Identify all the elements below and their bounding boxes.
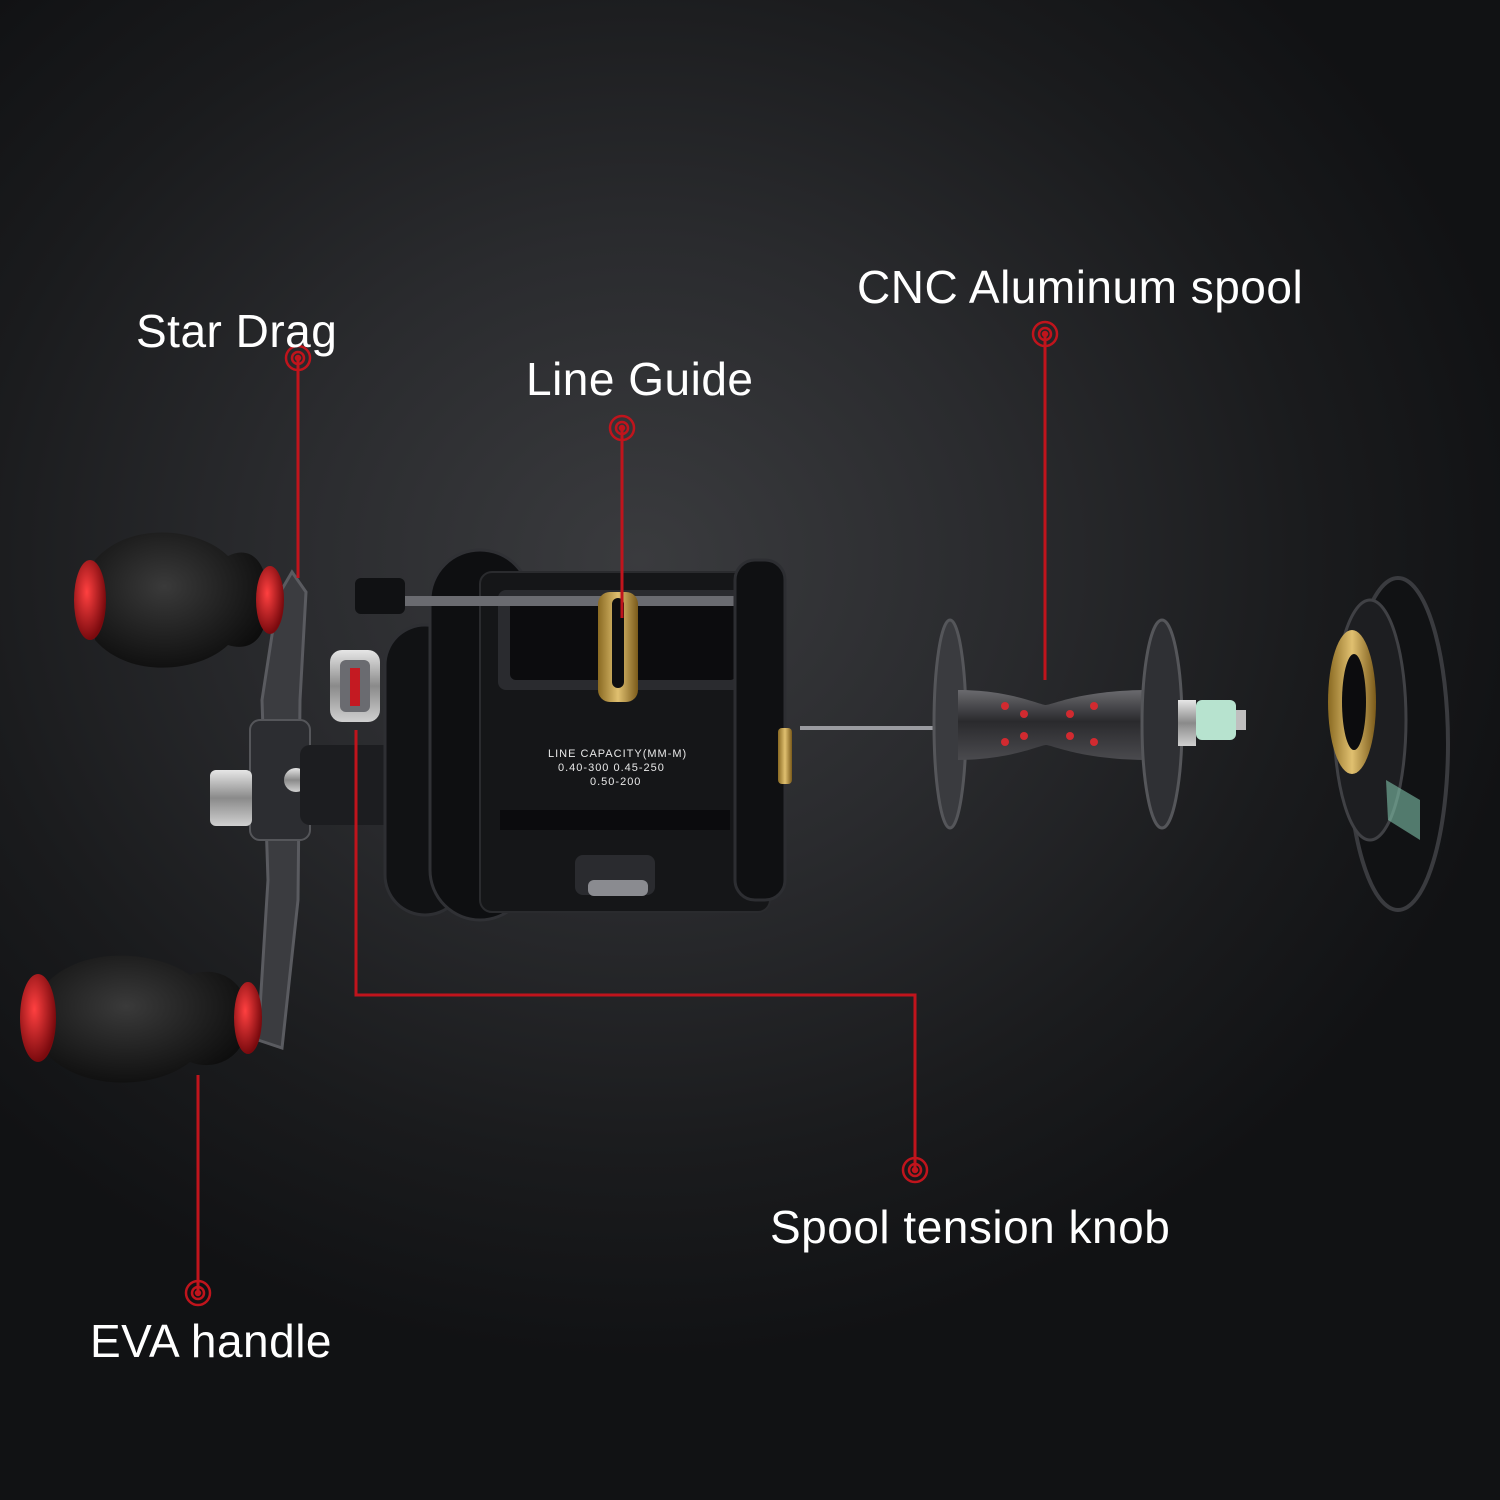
reel-body: LINE CAPACITY(MM-M) 0.40-300 0.45-250 0.… xyxy=(300,548,792,922)
line-guide-target-icon xyxy=(608,414,636,442)
upper-eva-knob xyxy=(74,532,284,668)
reel-print-line1: LINE CAPACITY(MM-M) xyxy=(548,748,687,760)
tension-knob-leader xyxy=(354,730,917,1168)
side-plate-part xyxy=(1328,576,1450,912)
callout-lines xyxy=(196,334,1047,1290)
spool-label: CNC Aluminum spool xyxy=(857,261,1304,313)
eva-handle-target-icon xyxy=(184,1279,212,1307)
tension-knob-label: Spool tension knob xyxy=(770,1201,1171,1253)
line-guide-label: Line Guide xyxy=(526,353,754,405)
star-drag-label: Star Drag xyxy=(136,305,338,357)
callout-targets xyxy=(184,320,1059,1307)
spool-target-icon xyxy=(1031,320,1059,348)
reel-print-line2: 0.40-300 0.45-250 xyxy=(558,762,665,774)
tension-knob-part xyxy=(330,650,380,722)
reel-print-line3: 0.50-200 xyxy=(590,776,641,788)
handle-assembly xyxy=(20,532,311,1083)
star-drag-target-icon xyxy=(284,344,312,372)
lower-eva-knob xyxy=(20,955,262,1083)
eva-handle-label: EVA handle xyxy=(90,1315,333,1367)
tension-knob-target-icon xyxy=(901,1156,929,1184)
spool-part xyxy=(800,618,1246,830)
